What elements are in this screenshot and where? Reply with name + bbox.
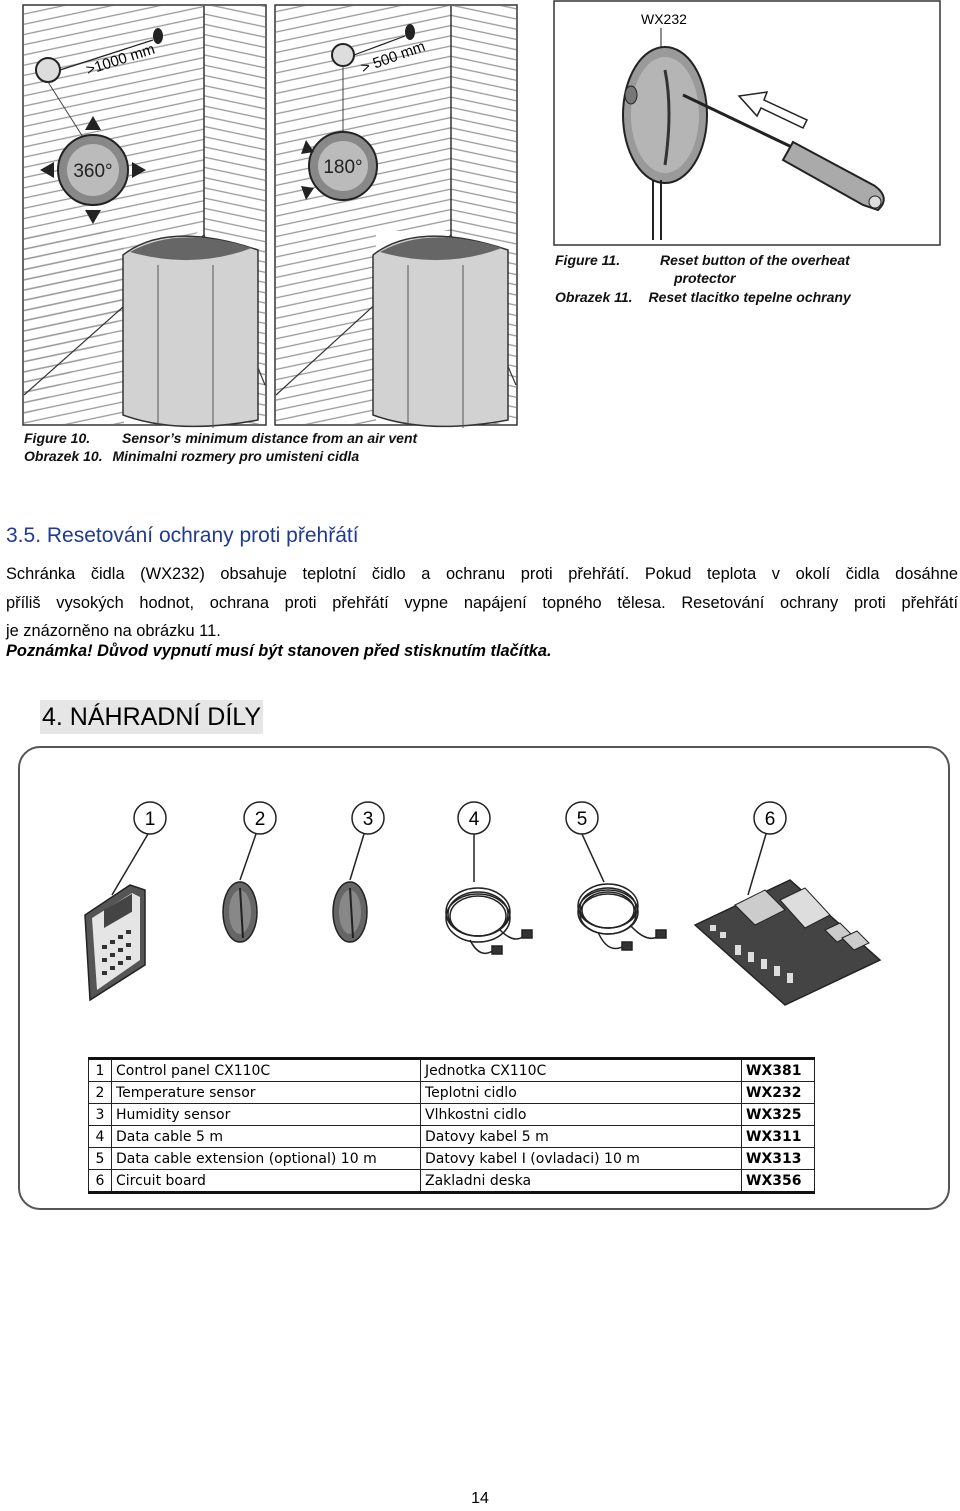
part-name-cz: Jednotka CX110C [420,1057,742,1082]
figure-11-caption-en: Figure 11. Reset button of the overheat [555,252,850,268]
table-row: 3 Humidity sensor Vlhkostni cidlo WX325 [88,1103,815,1126]
part-name-en: Circuit board [111,1169,421,1194]
part-name-cz: Zakladni deska [420,1169,742,1194]
part-name-cz: Datovy kabel 5 m [420,1125,742,1148]
part-name-en: Data cable 5 m [111,1125,421,1148]
callout-5: 5 [565,801,605,883]
part-name-cz: Teplotni cidlo [420,1081,742,1104]
figure-10: >1000 mm 360° > 500 mm 180° [18,0,523,470]
part-code: WX232 [741,1081,815,1104]
part-code: WX311 [741,1125,815,1148]
section-title: Resetování ochrany proti přehřátí [46,524,359,547]
section-heading: 3.5. Resetování ochrany proti přehřátí [6,524,359,548]
svg-text:5: 5 [577,809,588,830]
part-name-cz: Datovy kabel I (ovladaci) 10 m [420,1147,742,1170]
svg-text:3: 3 [363,809,374,830]
angle-label-right: 180° [323,157,362,178]
row-number: 3 [88,1103,112,1126]
note-text: Poznámka! Důvod vypnutí musí být stanove… [6,642,552,660]
part-name-en: Control panel CX110C [111,1057,421,1082]
svg-text:2: 2 [255,809,266,830]
table-row: 6 Circuit board Zakladni deska WX356 [88,1169,815,1194]
part-code: WX356 [741,1169,815,1194]
svg-text:6: 6 [765,809,776,830]
paragraph-line: Schránka čidla (WX232) obsahuje teplotní… [6,565,958,583]
row-number: 4 [88,1125,112,1148]
svg-text:4: 4 [469,809,480,830]
parts-table: 1 Control panel CX110C Jednotka CX110C W… [88,1057,815,1194]
section-4-heading: 4. NÁHRADNÍ DÍLY [40,700,264,734]
table-row: 4 Data cable 5 m Datovy kabel 5 m WX311 [88,1125,815,1148]
temperature-sensor-image [222,881,258,943]
section-number: 3.5. [6,524,42,547]
figure-11-model: WX232 [641,11,687,27]
figure-10-caption-cz: Obrazek 10. Minimalni rozmery pro umiste… [24,448,360,464]
figure-11: WX232 Figure 11. Reset button of the ove… [553,0,945,310]
reset-button-diagram: WX232 [553,0,941,246]
callout-6: 6 [747,801,787,896]
svg-text:1: 1 [145,809,156,830]
figure-11-caption-cz: Obrazek 11. Reset tlacitko tepelne ochra… [555,289,851,305]
part-name-cz: Vlhkostni cidlo [420,1103,742,1126]
data-cable-image [445,887,533,955]
row-number: 5 [88,1147,112,1170]
callout-2: 2 [239,801,277,881]
part-code: WX325 [741,1103,815,1126]
part-code: WX381 [741,1057,815,1082]
figure-10-caption-en: Figure 10. Sensor’s minimum distance fro… [24,430,418,446]
table-row: 2 Temperature sensor Teplotni cidlo WX23… [88,1081,815,1104]
sauna-sensor-diagram: >1000 mm 360° > 500 mm 180° [22,4,518,428]
data-cable-extension-image [577,883,667,951]
page-number: 14 [471,1490,489,1507]
paragraph-line: příliš vysokých hodnot, ochrana proti př… [6,593,958,612]
row-number: 6 [88,1169,112,1194]
humidity-sensor-image [332,881,368,943]
table-row: 1 Control panel CX110C Jednotka CX110C W… [88,1057,815,1082]
row-number: 1 [88,1057,112,1082]
table-row: 5 Data cable extension (optional) 10 m D… [88,1147,815,1170]
control-panel-image [84,884,146,1002]
callout-3: 3 [349,801,385,881]
part-name-en: Temperature sensor [111,1081,421,1104]
callout-4: 4 [457,801,491,882]
callout-1: 1 [111,801,167,896]
figure-11-caption-en-2: protector [674,270,736,286]
part-name-en: Data cable extension (optional) 10 m [111,1147,421,1170]
section-paragraph: Schránka čidla (WX232) obsahuje teplotní… [6,560,958,646]
part-code: WX313 [741,1147,815,1170]
parts-illustration: 1 2 3 4 5 6 [84,801,882,1006]
paragraph-line: je znázorněno na obrázku 11. [6,622,221,640]
angle-label-left: 360° [73,161,112,182]
row-number: 2 [88,1081,112,1104]
part-name-en: Humidity sensor [111,1103,421,1126]
circuit-board-image [693,879,882,1006]
